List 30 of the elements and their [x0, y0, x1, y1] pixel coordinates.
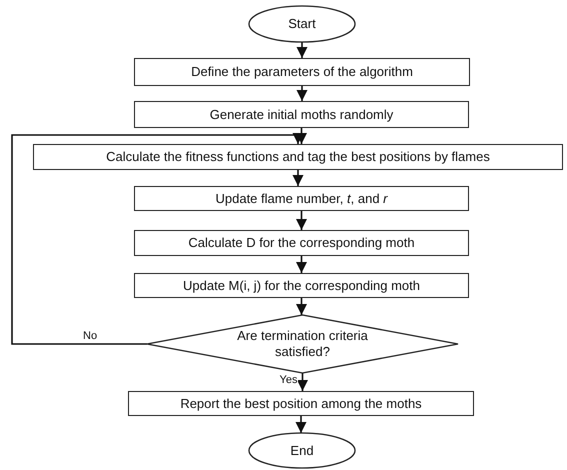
- node-text: Calculate the fitness functions and tag the best positions by flames: [106, 149, 490, 165]
- terminal-ellipse: [249, 6, 355, 42]
- process-box: [134, 186, 469, 211]
- node-text: End: [290, 442, 314, 458]
- arrow: [292, 170, 304, 186]
- node-text: Define the parameters of the algorithm: [191, 64, 413, 80]
- arrow: [295, 416, 307, 433]
- arrow: [296, 42, 308, 58]
- edge-label: Yes: [278, 374, 298, 386]
- process-box: [134, 273, 469, 298]
- node-text: Calculate D for the corresponding moth: [188, 235, 415, 251]
- arrow: [296, 256, 308, 273]
- process-box: [33, 144, 563, 170]
- arrow: [296, 211, 308, 230]
- process-box: [128, 391, 474, 416]
- edge-label: No: [82, 330, 98, 342]
- arrow: [296, 373, 308, 391]
- process-box: [134, 58, 470, 86]
- node-text: Update M(i, j) for the corresponding moth: [183, 278, 420, 294]
- node-text: Update flame number, t, and r: [215, 190, 388, 206]
- process-box: [134, 101, 469, 128]
- node-text: Are termination criteria satisfied?: [236, 328, 369, 360]
- node-text: Generate initial moths randomly: [210, 106, 394, 122]
- node-text: Start: [288, 16, 316, 32]
- decision-diamond: [147, 315, 458, 373]
- arrow: [296, 298, 308, 315]
- process-box: [134, 230, 469, 256]
- terminal-ellipse: [249, 433, 355, 468]
- arrow: [296, 86, 308, 101]
- node-text: Report the best position among the moths: [180, 396, 422, 412]
